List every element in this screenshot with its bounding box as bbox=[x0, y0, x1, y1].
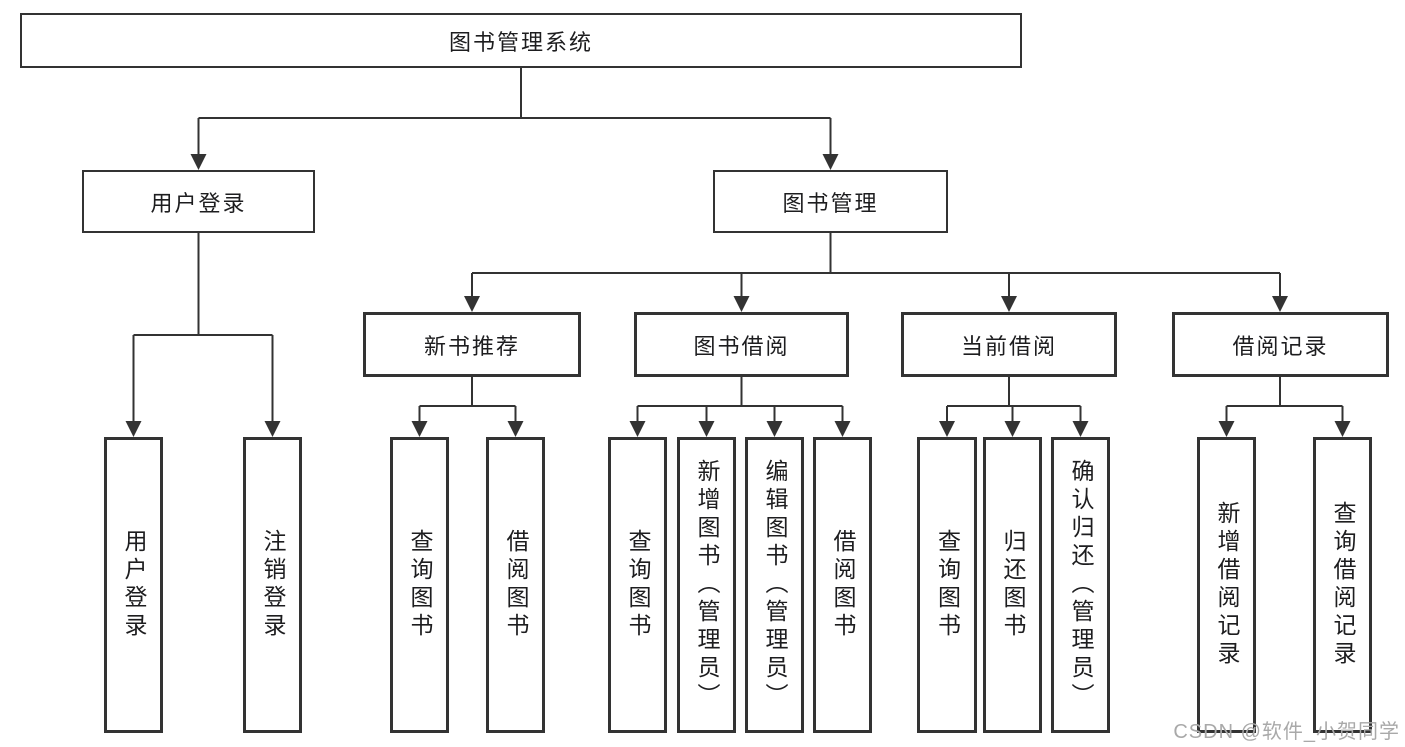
node-book-management-label: 图书管理 bbox=[782, 190, 879, 216]
leaf-borrow-books: 借阅图书 bbox=[813, 437, 872, 733]
leaf-borrow-books-recommend-label: 借阅图书 bbox=[503, 529, 529, 641]
node-root: 图书管理系统 bbox=[20, 13, 1022, 68]
leaf-query-books-current: 查询图书 bbox=[917, 437, 977, 733]
connector-currentborrow-to-leaves bbox=[946, 377, 1082, 423]
leaf-user-login: 用户登录 bbox=[104, 437, 163, 733]
node-current-borrow: 当前借阅 bbox=[901, 312, 1117, 377]
leaf-add-borrow-record-label: 新增借阅记录 bbox=[1214, 501, 1240, 669]
leaf-add-borrow-record: 新增借阅记录 bbox=[1197, 437, 1256, 733]
leaf-query-books-borrow-label: 查询图书 bbox=[625, 529, 651, 641]
leaf-confirm-return-admin: 确认归还（管理员） bbox=[1051, 437, 1110, 733]
node-borrow-records-label: 借阅记录 bbox=[1232, 333, 1329, 359]
leaf-add-book-admin-label: 新增图书（管理员） bbox=[694, 459, 720, 711]
csdn-watermark: CSDN @软件_小贺同学 bbox=[1173, 721, 1400, 743]
connector-root-to-level2 bbox=[197, 68, 832, 156]
node-new-book-recommend: 新书推荐 bbox=[363, 312, 581, 377]
node-current-borrow-label: 当前借阅 bbox=[960, 333, 1057, 359]
leaf-borrow-books-label: 借阅图书 bbox=[830, 529, 856, 641]
leaf-confirm-return-admin-label: 确认归还（管理员） bbox=[1068, 459, 1094, 711]
node-book-borrow: 图书借阅 bbox=[634, 312, 849, 377]
leaf-logout-label: 注销登录 bbox=[260, 529, 286, 641]
connector-bookmgmt-to-level3 bbox=[471, 233, 1281, 298]
connector-userlogin-to-leaves bbox=[132, 233, 274, 423]
leaf-user-login-label: 用户登录 bbox=[121, 529, 147, 641]
connector-records-to-leaves bbox=[1225, 377, 1344, 423]
leaf-query-books-borrow: 查询图书 bbox=[608, 437, 667, 733]
leaf-borrow-books-recommend: 借阅图书 bbox=[486, 437, 545, 733]
node-user-login: 用户登录 bbox=[82, 170, 315, 233]
leaf-query-borrow-record-label: 查询借阅记录 bbox=[1330, 501, 1356, 669]
arrowheads bbox=[125, 154, 1351, 437]
leaf-query-borrow-record: 查询借阅记录 bbox=[1313, 437, 1372, 733]
node-book-management: 图书管理 bbox=[713, 170, 948, 233]
node-borrow-records: 借阅记录 bbox=[1172, 312, 1389, 377]
connector-newbook-to-leaves bbox=[418, 377, 517, 423]
leaf-add-book-admin: 新增图书（管理员） bbox=[677, 437, 736, 733]
node-user-login-label: 用户登录 bbox=[150, 190, 247, 216]
node-root-label: 图书管理系统 bbox=[448, 29, 593, 55]
leaf-return-book-label: 归还图书 bbox=[1000, 529, 1026, 641]
node-book-borrow-label: 图书借阅 bbox=[693, 333, 790, 359]
leaf-query-books-recommend-label: 查询图书 bbox=[407, 529, 433, 641]
leaf-query-books-recommend: 查询图书 bbox=[390, 437, 449, 733]
connector-bookborrow-to-leaves bbox=[636, 377, 844, 423]
leaf-edit-book-admin: 编辑图书（管理员） bbox=[745, 437, 804, 733]
leaf-logout: 注销登录 bbox=[243, 437, 302, 733]
leaf-return-book: 归还图书 bbox=[983, 437, 1042, 733]
leaf-query-books-current-label: 查询图书 bbox=[934, 529, 961, 641]
node-new-book-recommend-label: 新书推荐 bbox=[423, 333, 520, 359]
leaf-edit-book-admin-label: 编辑图书（管理员） bbox=[762, 459, 788, 711]
